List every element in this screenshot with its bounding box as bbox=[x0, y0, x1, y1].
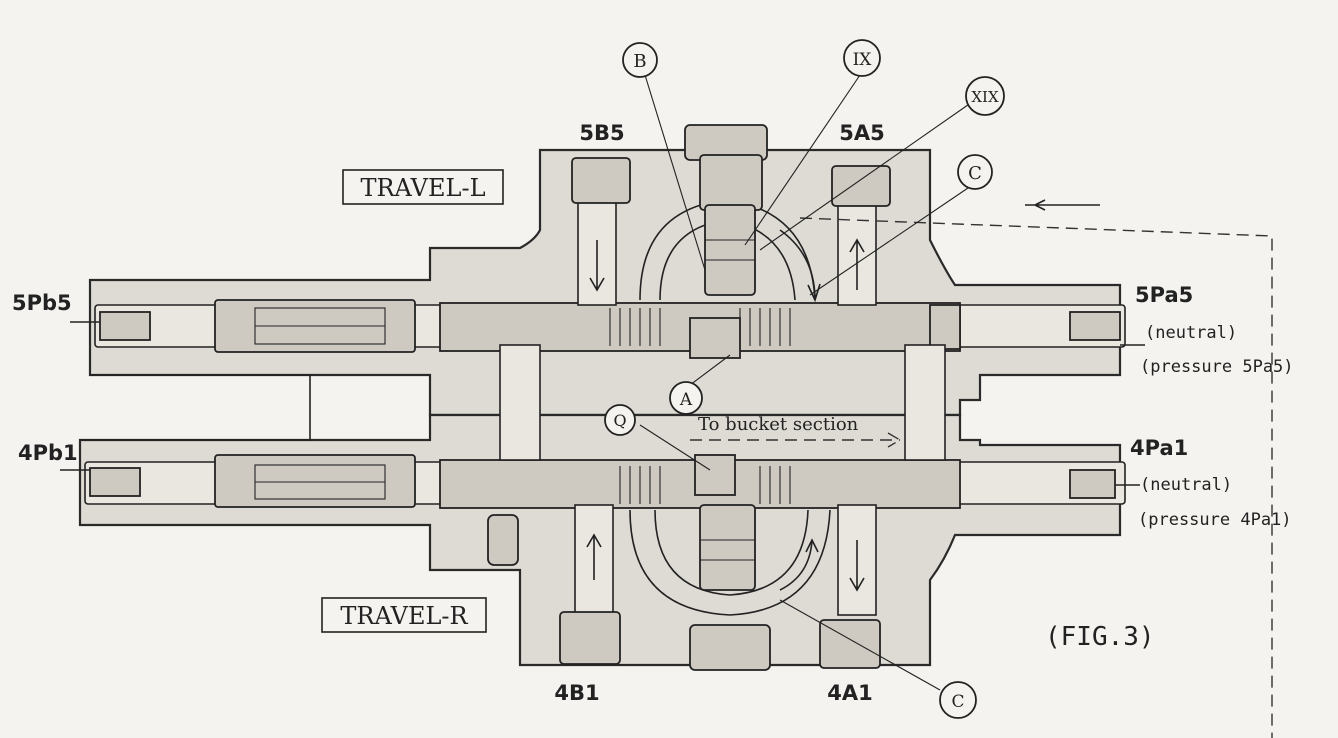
callout-a: A bbox=[669, 381, 703, 415]
travel-l-label: TRAVEL-L bbox=[342, 169, 504, 205]
port-5a5: 5A5 bbox=[839, 121, 884, 145]
callout-c-top-label: C bbox=[968, 163, 982, 184]
port-5pa5: 5Pa5 bbox=[1135, 283, 1193, 307]
flow-arrow bbox=[690, 432, 902, 448]
note-4pa1-pressure: (pressure 4Pa1) bbox=[1138, 510, 1292, 530]
callout-c-bottom: C bbox=[939, 681, 977, 719]
port-5pb5: 5Pb5 bbox=[12, 291, 72, 315]
port-5b5: 5B5 bbox=[579, 121, 624, 145]
center-check-valve-bottom bbox=[629, 504, 831, 671]
callout-c-bottom-label: C bbox=[951, 692, 964, 712]
center-check-valve-top bbox=[639, 124, 821, 303]
callout-b: B bbox=[622, 42, 658, 78]
callout-b-label: B bbox=[633, 51, 646, 72]
port-4pa1: 4Pa1 bbox=[1130, 436, 1188, 460]
port-4a1: 4A1 bbox=[827, 681, 872, 705]
callout-xix-label: XIX bbox=[971, 88, 999, 106]
figure-label: (FIG.3) bbox=[1045, 622, 1155, 652]
callout-q: Q bbox=[604, 404, 636, 436]
note-5pa5-neutral: (neutral) bbox=[1145, 323, 1237, 343]
travel-l-text: TRAVEL-L bbox=[360, 174, 485, 202]
port-4pb1: 4Pb1 bbox=[18, 441, 78, 465]
upper-spool bbox=[70, 299, 1145, 359]
note-5pa5-pressure: (pressure 5Pa5) bbox=[1140, 357, 1294, 377]
direction-mark bbox=[1025, 199, 1100, 211]
callout-c-top: C bbox=[957, 154, 993, 190]
port-4b1: 4B1 bbox=[554, 681, 599, 705]
callout-a-label: A bbox=[679, 390, 693, 410]
dashed-boundary bbox=[799, 217, 1273, 738]
flow-note: To bucket section bbox=[698, 414, 859, 435]
plug bbox=[487, 514, 519, 566]
callout-xix: XIX bbox=[965, 76, 1005, 116]
travel-r-text: TRAVEL-R bbox=[340, 602, 468, 630]
callout-ix-label: IX bbox=[853, 50, 873, 70]
callout-ix: IX bbox=[843, 39, 881, 77]
note-4pa1-neutral: (neutral) bbox=[1140, 475, 1232, 495]
travel-r-label: TRAVEL-R bbox=[321, 597, 487, 633]
leader-lines bbox=[639, 74, 976, 691]
callout-q-label: Q bbox=[613, 411, 626, 430]
lower-spool bbox=[60, 454, 1140, 509]
port-blocks bbox=[559, 157, 891, 669]
passages bbox=[499, 199, 946, 616]
